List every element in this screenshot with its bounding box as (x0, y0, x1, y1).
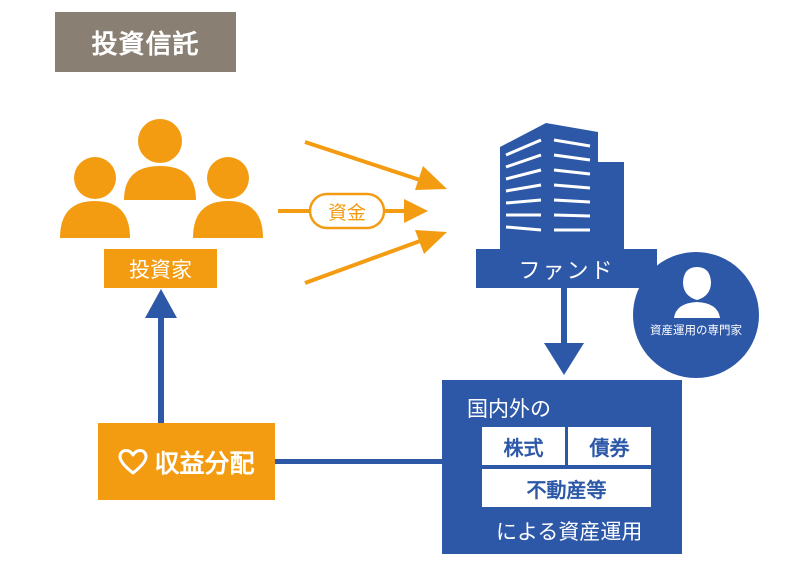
lower-arrow-head (415, 230, 447, 254)
expert-label: 資産運用の専門家 (650, 323, 742, 337)
profit-to-investor-arrow (145, 289, 177, 424)
investment-header: 国内外の (467, 397, 551, 421)
upper-arrow-head (415, 166, 447, 190)
distribution-line (275, 459, 443, 464)
money-pill (308, 192, 386, 230)
money-label: 資金 (327, 201, 366, 224)
bonds-chip: 債券 (568, 427, 651, 465)
stocks-chip: 株式 (482, 427, 565, 465)
heart-icon (118, 448, 148, 474)
people-group-icon (60, 119, 263, 238)
investor-label: 投資家 (104, 249, 217, 288)
upper-arrow-line (304, 140, 421, 182)
fund-label: ファンド (476, 249, 657, 288)
investment-box (442, 380, 682, 554)
fund-to-investment-arrow (544, 288, 584, 375)
profit-label: 収益分配 (154, 448, 255, 478)
investment-footer: による資産運用 (496, 520, 643, 544)
real-estate-chip: 不動産等 (482, 469, 651, 507)
profit-distribution-box: 収益分配 (98, 423, 275, 500)
lower-arrow-line (304, 239, 421, 285)
money-flow-arrows (278, 140, 447, 285)
middle-arrow-head (404, 199, 428, 223)
person-icon (674, 267, 720, 318)
page-title: 投資信託 (55, 12, 236, 72)
building-icon (500, 123, 624, 258)
